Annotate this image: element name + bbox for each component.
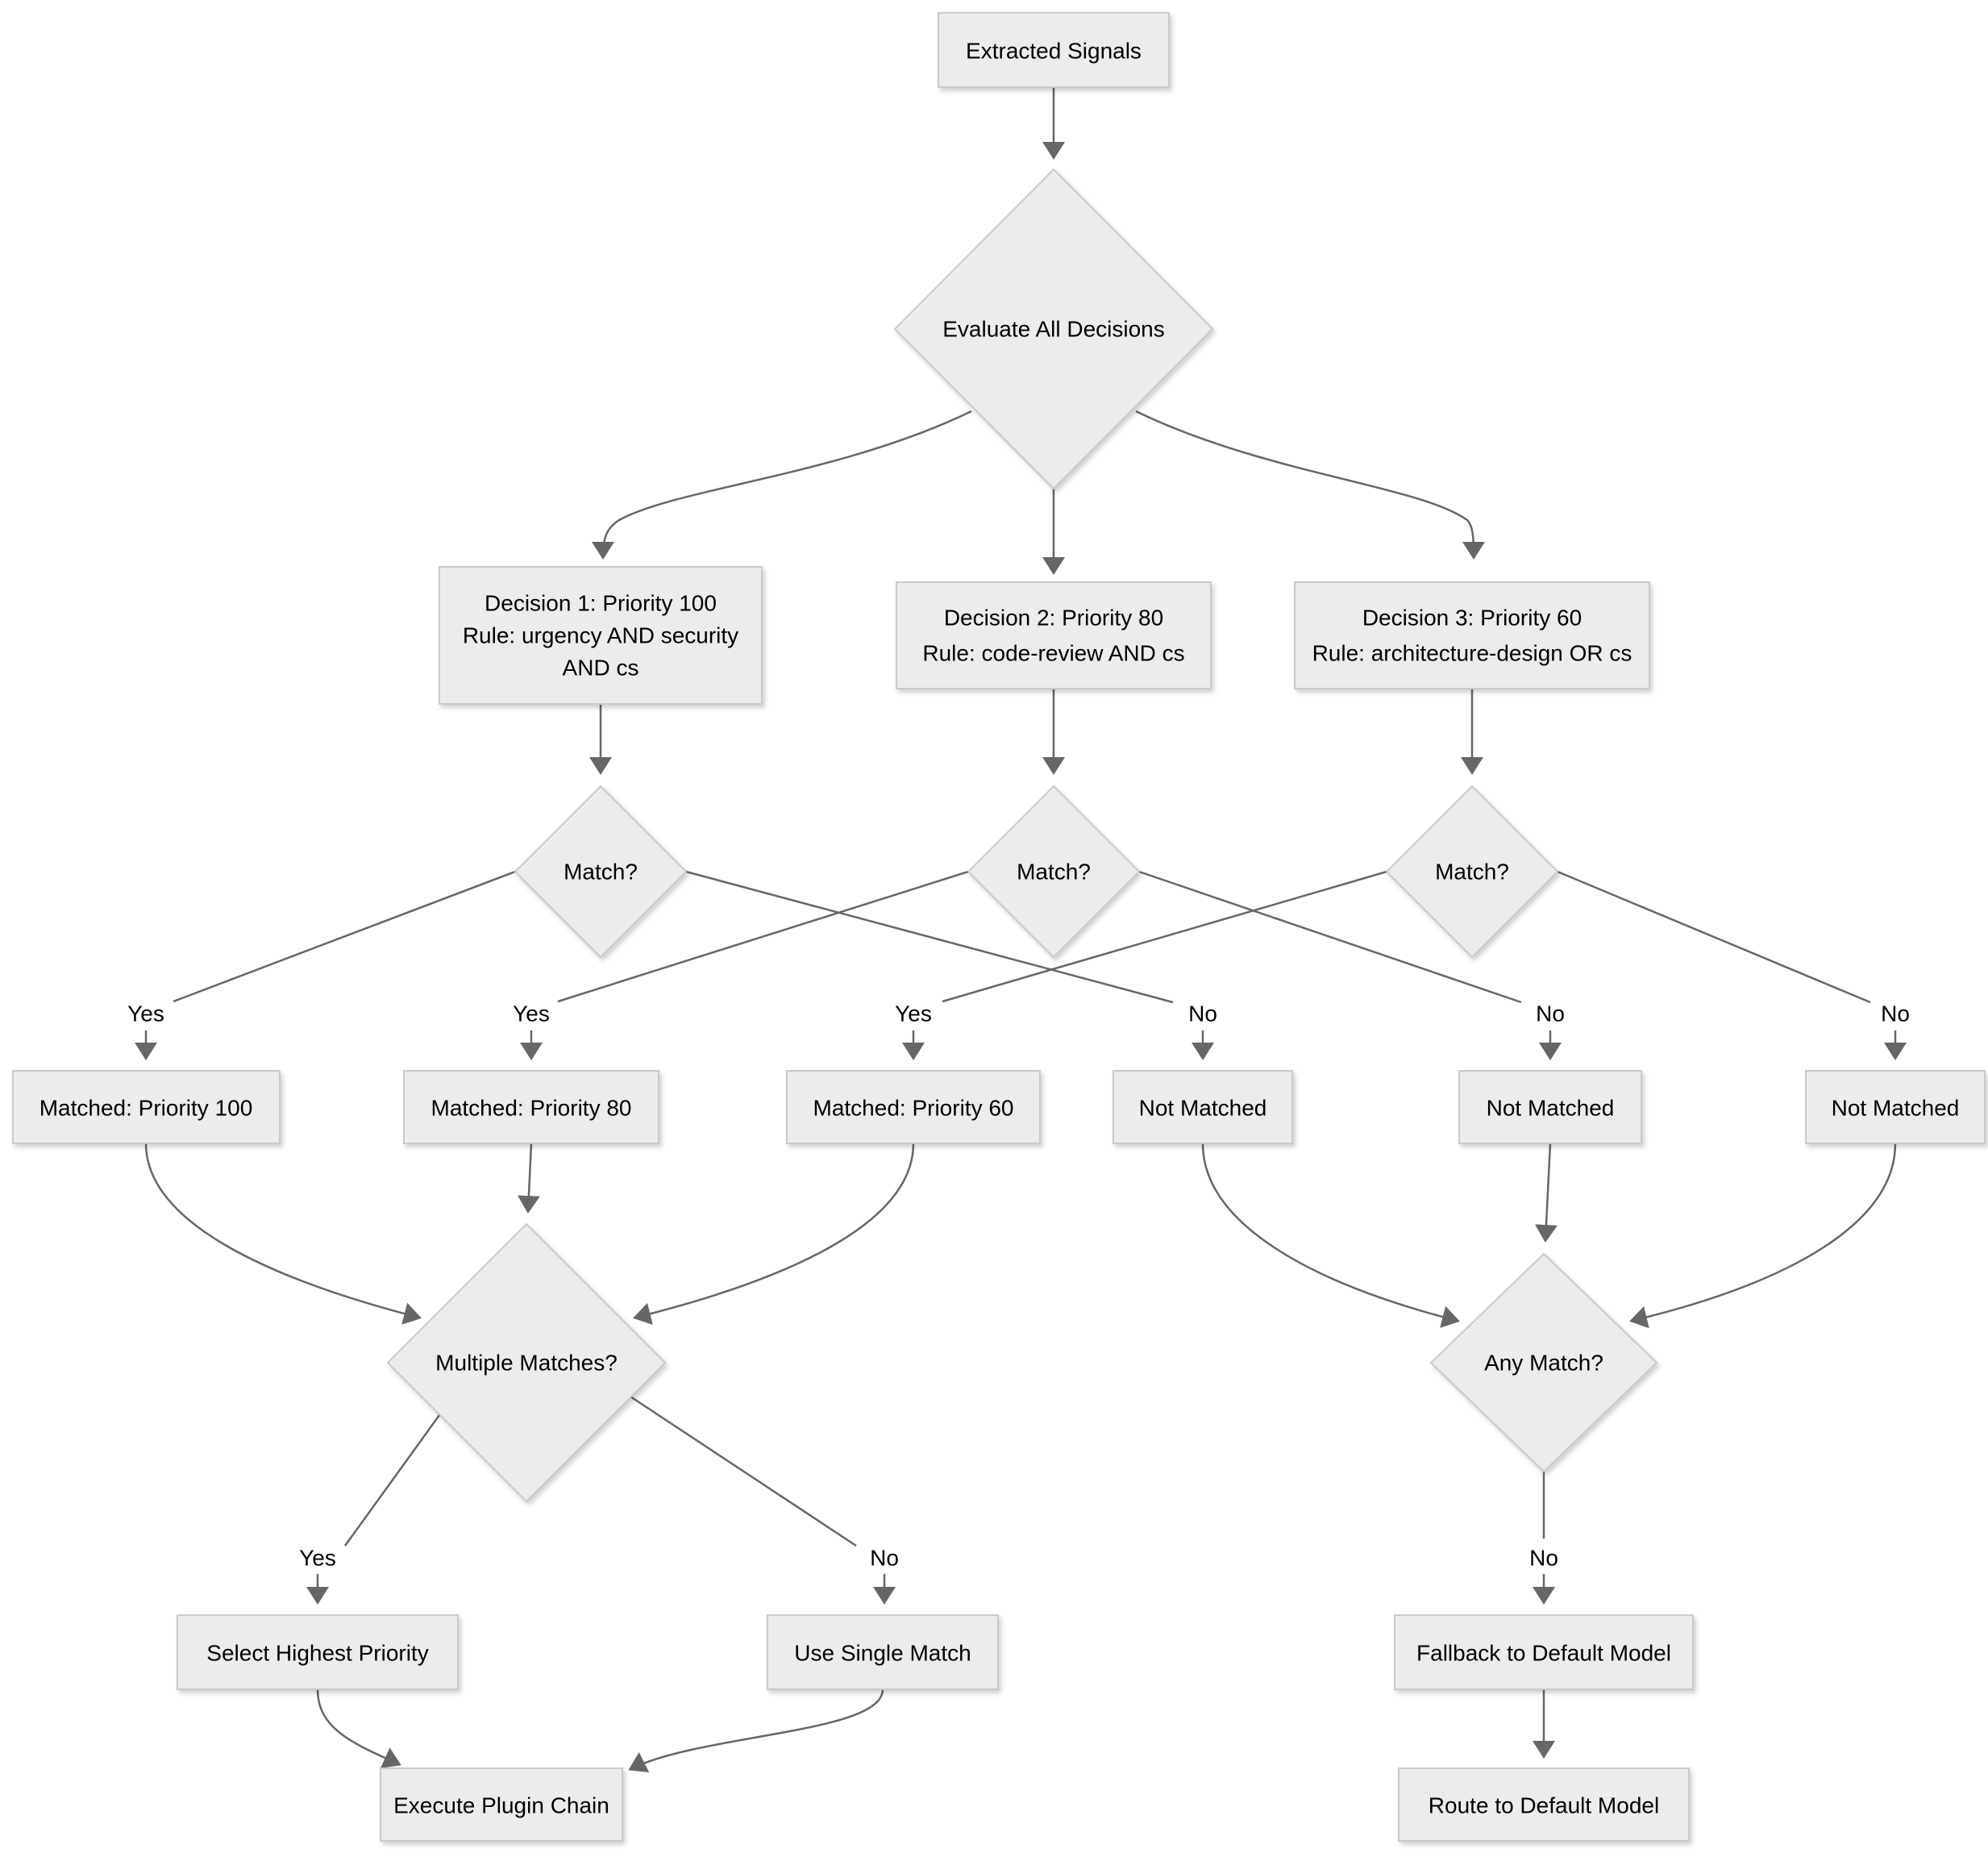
node-use-single-match-box [767,1614,999,1690]
node-not-matched-3-box [1805,1070,1986,1144]
edge-label-multiple-yes: Yes [299,1546,336,1571]
node-decision2-line1: Decision 2: Priority 80 [944,606,1163,631]
node-multiple-matches: Multiple Matches? [386,1222,667,1503]
node-evaluate-all-decisions: Evaluate All Decisions [893,168,1214,490]
node-not-matched-3: Not Matched [1805,1070,1986,1144]
node-decision1-box [439,566,763,705]
node-execute-plugin-chain-box [380,1767,623,1842]
node-any-match-label: Any Match? [1484,1351,1603,1376]
node-any-match: Any Match? [1429,1252,1658,1473]
node-match2-diamond [967,785,1141,959]
node-decision2-box [896,581,1212,689]
node-decision1-line2: Rule: urgency AND security [463,623,738,648]
edge-multiple-yes-diagonal [343,1414,441,1547]
node-decision1: Decision 1: Priority 100 Rule: urgency A… [439,566,763,705]
edge-notmatched2-to-anymatch [1534,1143,1558,1243]
node-decision2: Decision 2: Priority 80 Rule: code-revie… [896,581,1212,689]
edge-notmatched1-to-anymatch [1201,1143,1460,1328]
node-extracted-signals: Extracted Signals [938,12,1170,88]
node-match1-label: Match? [564,860,638,885]
edge-matched80-to-multiple [517,1143,540,1214]
node-matched-priority-80: Matched: Priority 80 [403,1070,659,1144]
node-select-highest-priority: Select Highest Priority [177,1614,459,1690]
edge-label-match1-no: No [1188,1001,1217,1026]
node-fallback-to-default-model-box [1394,1614,1694,1690]
node-decision3: Decision 3: Priority 60 Rule: architectu… [1294,581,1650,689]
node-not-matched-1-label: Not Matched [1139,1096,1267,1121]
node-layer: Extracted Signals Evaluate All Decisions… [12,12,1986,1842]
node-decision1-line1: Decision 1: Priority 100 [485,591,717,616]
node-match2: Match? [967,785,1141,959]
edge-single-to-execute [628,1688,884,1773]
edge-notmatched3-to-anymatch [1629,1143,1897,1329]
node-matched-priority-100: Matched: Priority 100 [12,1070,281,1144]
edge-evaluate-to-decision3 [1135,410,1485,560]
node-match1: Match? [514,785,688,959]
edge-label-match3-no: No [1881,1001,1910,1026]
node-matched-priority-100-label: Matched: Priority 100 [40,1096,253,1121]
node-any-match-diamond [1429,1252,1658,1473]
edge-label-match2-no: No [1536,1001,1565,1026]
edge-match3-no-diagonal [1557,870,1871,1004]
node-decision3-box [1294,581,1650,689]
edge-label-match1-yes: Yes [127,1001,164,1026]
node-not-matched-1: Not Matched [1113,1070,1293,1144]
edge-layer [135,87,1907,1773]
node-match3-label: Match? [1435,860,1509,885]
node-decision1-line3: AND cs [563,656,639,681]
node-matched-priority-60-box [786,1070,1041,1144]
node-evaluate-all-decisions-diamond [893,168,1214,490]
node-fallback-to-default-model: Fallback to Default Model [1394,1614,1694,1690]
node-decision3-line2: Rule: architecture-design OR cs [1312,641,1632,666]
node-route-to-default-model-label: Route to Default Model [1429,1793,1659,1818]
node-extracted-signals-label: Extracted Signals [966,39,1142,64]
edge-match2-yes-diagonal [557,870,969,1003]
node-extracted-signals-box [938,12,1170,88]
node-matched-priority-80-box [403,1070,659,1144]
edge-match1-yes-diagonal [173,870,516,1003]
node-execute-plugin-chain-label: Execute Plugin Chain [393,1793,609,1818]
node-multiple-matches-diamond [386,1222,667,1503]
node-matched-priority-100-box [12,1070,281,1144]
edge-match2-no-diagonal [1138,870,1522,1004]
node-decision3-line1: Decision 3: Priority 60 [1362,606,1582,631]
node-fallback-to-default-model-label: Fallback to Default Model [1416,1641,1671,1666]
node-execute-plugin-chain: Execute Plugin Chain [380,1767,623,1842]
node-not-matched-2-label: Not Matched [1487,1096,1615,1121]
node-not-matched-3-label: Not Matched [1832,1096,1960,1121]
node-matched-priority-60-label: Matched: Priority 60 [813,1096,1014,1121]
node-use-single-match-label: Use Single Match [794,1641,971,1666]
node-match2-label: Match? [1017,860,1091,885]
node-not-matched-2-box [1458,1070,1642,1144]
node-match3-diamond [1385,785,1559,959]
edge-label-match3-yes: Yes [895,1001,932,1026]
edge-label-multiple-no: No [870,1546,899,1571]
node-not-matched-1-box [1113,1070,1293,1144]
edge-multiple-no-diagonal [630,1395,857,1547]
node-match1-diamond [514,785,688,959]
edge-select-to-execute [316,1688,401,1768]
node-matched-priority-60: Matched: Priority 60 [786,1070,1041,1144]
node-use-single-match: Use Single Match [767,1614,999,1690]
node-select-highest-priority-box [177,1614,459,1690]
edge-match1-no-diagonal [685,870,1174,1004]
node-match3: Match? [1385,785,1559,959]
edge-match3-yes-diagonal [942,870,1387,1003]
edge-matched100-to-multiple [144,1143,422,1325]
edge-matched60-to-multiple [633,1143,915,1325]
node-multiple-matches-label: Multiple Matches? [435,1351,618,1376]
node-not-matched-2: Not Matched [1458,1070,1642,1144]
edge-evaluate-to-decision1 [592,410,972,560]
node-matched-priority-80-label: Matched: Priority 80 [431,1096,632,1121]
node-decision2-line2: Rule: code-review AND cs [922,641,1184,666]
node-select-highest-priority-label: Select Highest Priority [206,1641,428,1666]
node-route-to-default-model-box [1398,1767,1690,1842]
edge-label-anymatch-no: No [1529,1546,1558,1571]
edge-label-match2-yes: Yes [513,1001,550,1026]
node-route-to-default-model: Route to Default Model [1398,1767,1690,1842]
edge-label-layer: Yes Yes Yes No No No Yes No No [127,1001,1910,1571]
node-evaluate-all-decisions-label: Evaluate All Decisions [942,317,1164,342]
